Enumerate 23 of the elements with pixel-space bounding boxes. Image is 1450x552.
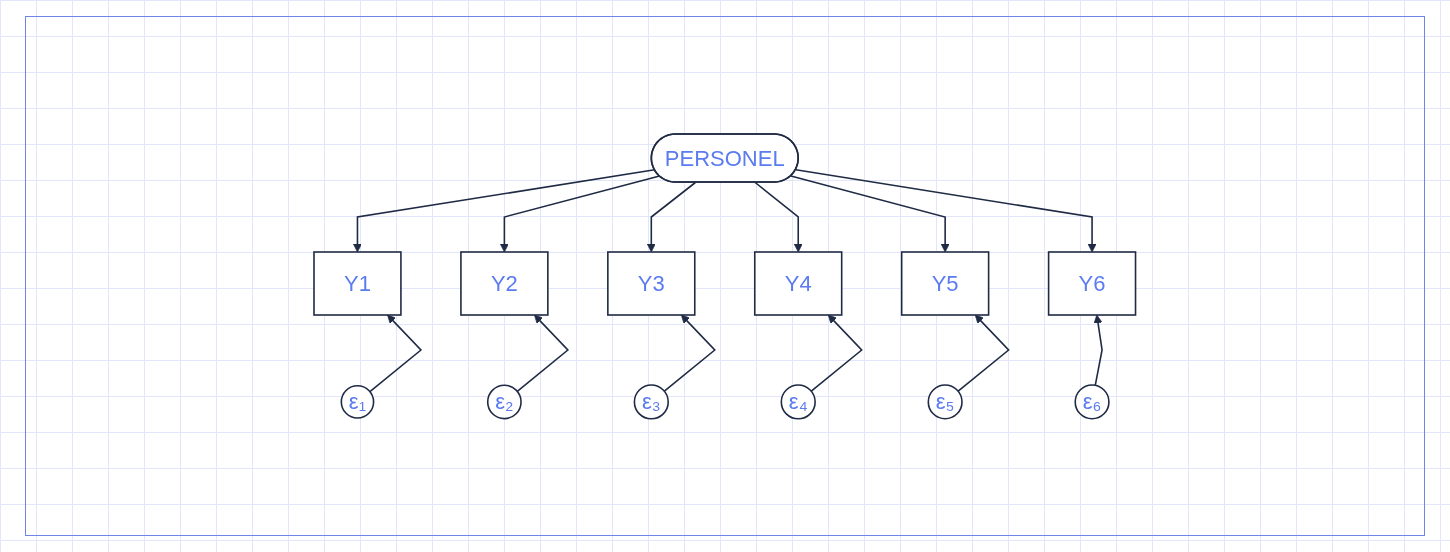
node-circle: ε₆ — [1074, 383, 1110, 420]
arrow — [810, 314, 864, 392]
arrow — [790, 174, 950, 252]
node-circle: ε₂ — [487, 384, 523, 419]
node-circle: ε₁ — [340, 384, 375, 419]
node-box: Y2 — [460, 250, 549, 316]
arrow — [369, 314, 423, 393]
arrow — [754, 181, 803, 252]
node-circle: ε₅ — [927, 383, 963, 420]
arrow — [957, 314, 1010, 392]
arrow — [1093, 314, 1104, 386]
node-box: Y5 — [901, 250, 990, 316]
node-box: Y4 — [754, 250, 843, 316]
node-circle: ε₄ — [780, 383, 817, 420]
arrow — [795, 168, 1097, 252]
node-box: Y3 — [607, 250, 696, 316]
arrow — [647, 181, 697, 252]
node-circle: ε₃ — [633, 383, 670, 420]
arrow — [663, 314, 717, 392]
node-box: Y1 — [313, 250, 402, 316]
arrow — [516, 314, 570, 392]
arrow — [500, 174, 661, 252]
node-box: Y6 — [1048, 250, 1137, 316]
